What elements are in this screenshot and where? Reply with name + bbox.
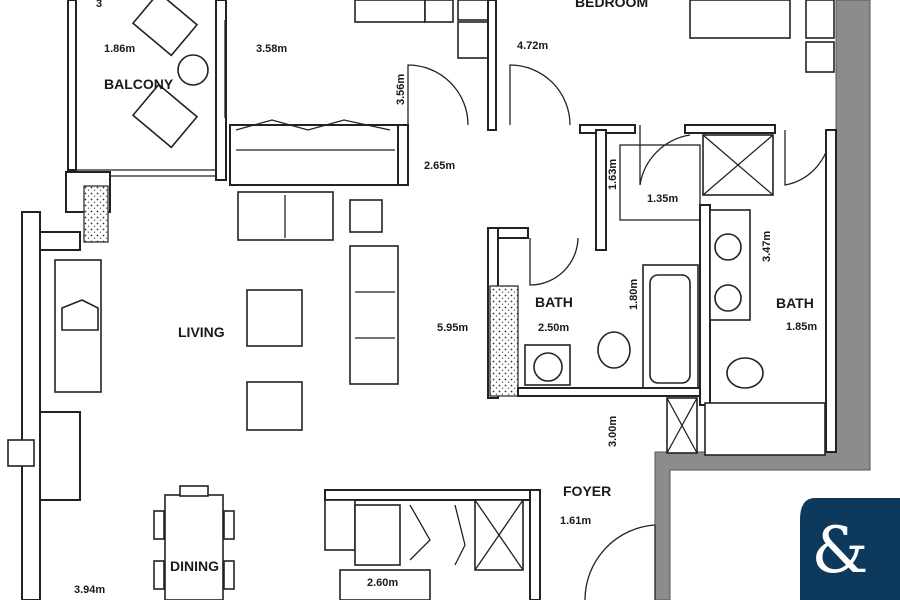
dim-foyer-v: 3.00m (607, 416, 619, 447)
living-furniture (237, 191, 399, 431)
room-label-living: LIVING (178, 324, 225, 340)
dining-furniture (153, 485, 235, 600)
room-label-balcony: BALCONY (104, 76, 174, 92)
balcony-area (67, 0, 227, 181)
dim-closet-h: 1.35m (647, 193, 678, 205)
room-label-bath-right: BATH (776, 295, 814, 311)
dim-corridor-h: 2.65m (424, 160, 455, 172)
logo-ampersand-glyph: & (812, 514, 869, 588)
room-label-foyer: FOYER (563, 483, 611, 499)
dim-corridor-v: 3.56m (395, 74, 407, 105)
dim-closet-v: 1.63m (607, 159, 619, 190)
dim-balcony-width: 1.86m (104, 43, 135, 55)
brand-logo: & (800, 498, 900, 600)
dim-kitchen-h: 2.60m (367, 577, 398, 589)
dim-living-top: 3.58m (256, 43, 287, 55)
dim-foyer-h: 1.61m (560, 515, 591, 527)
dim-bath-right-h: 1.85m (786, 321, 817, 333)
bath-right-walls (579, 124, 837, 456)
dim-bedroom-door: 4.72m (517, 40, 548, 52)
dim-bath-left-h: 2.50m (538, 322, 569, 334)
dim-living-length: 5.95m (437, 322, 468, 334)
room-label-bath-left: BATH (535, 294, 573, 310)
room-label-bedroom: BEDROOM (575, 0, 648, 10)
dim-dining-h: 3.94m (74, 584, 105, 596)
foyer-kitchen (324, 397, 698, 600)
dim-bath-right-v: 3.47m (761, 231, 773, 262)
living-walls (7, 171, 111, 600)
dim-balcony-top: 3 (96, 0, 102, 10)
bedroom-wardrobe (229, 0, 835, 186)
bath-left-walls (487, 227, 701, 399)
room-label-dining: DINING (170, 558, 219, 574)
dim-bath-left-v: 1.80m (628, 279, 640, 310)
